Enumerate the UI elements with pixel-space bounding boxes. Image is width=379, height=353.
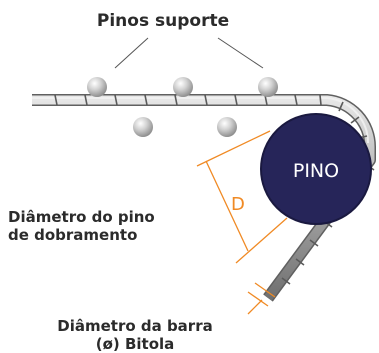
pin-diameter-label-line1: Diâmetro do pino bbox=[8, 208, 155, 226]
support-pin-bottom-right bbox=[217, 117, 237, 137]
support-pin-top-middle bbox=[173, 77, 193, 97]
support-pin-top-left bbox=[87, 77, 107, 97]
bar-diameter-dimension bbox=[247, 282, 276, 315]
support-pins-leader-lines bbox=[114, 37, 264, 69]
support-pin-bottom-left bbox=[133, 117, 153, 137]
support-pins bbox=[87, 77, 278, 137]
bar-diameter-label-line2: (ø) Bitola bbox=[96, 335, 175, 353]
rebar bbox=[32, 94, 377, 302]
dimension-letter-d: D bbox=[231, 194, 245, 215]
bending-pin: PINO bbox=[260, 113, 372, 225]
pin-diameter-label-line2: de dobramento bbox=[8, 226, 137, 244]
bar-diameter-label-line1: Diâmetro da barra bbox=[57, 317, 212, 335]
support-pins-label: Pinos suporte bbox=[97, 11, 229, 31]
pin-label: PINO bbox=[293, 160, 339, 182]
support-pin-top-right bbox=[258, 77, 278, 97]
pin-diameter-dimension bbox=[196, 130, 288, 264]
